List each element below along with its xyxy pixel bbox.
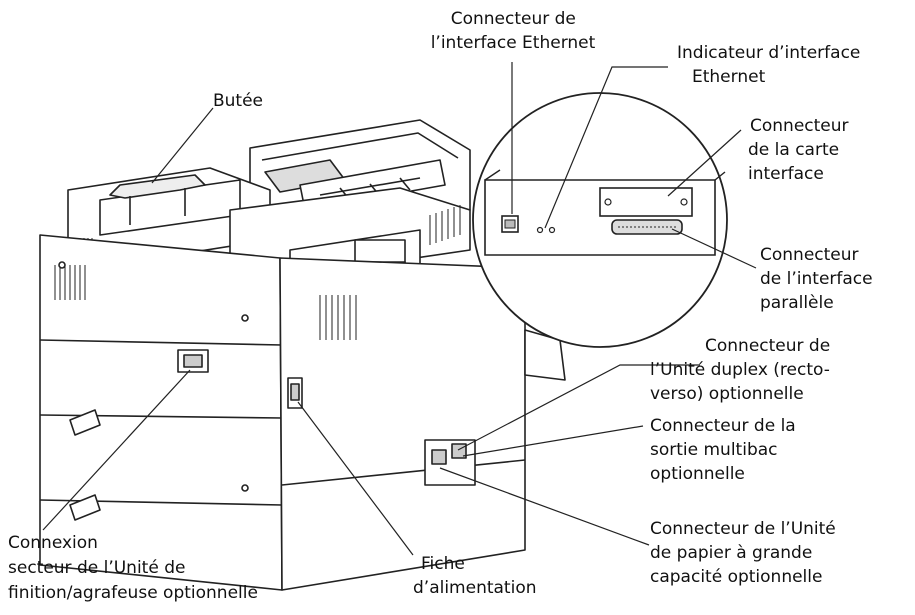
label-ethernet-connector: Connecteur de l’interface Ethernet xyxy=(431,9,596,53)
label-interface-card-connector: Connecteur de la carte interface xyxy=(748,116,854,184)
label-hcf-connector: Connecteur de l’Unité de papier à grande… xyxy=(650,519,841,587)
callout-labels: Connecteur de l’interface Ethernet Indic… xyxy=(8,9,878,603)
label-stopper: Butée xyxy=(213,91,263,111)
interface-card-icon xyxy=(599,187,693,217)
label-parallel-connector: Connecteur de l’interface parallèle xyxy=(760,245,878,313)
leader-lines xyxy=(42,62,757,556)
label-power-inlet: Fiche d’alimentation xyxy=(413,554,537,598)
label-ethernet-indicator: Indicateur d’interface Ethernet xyxy=(677,43,866,87)
label-finisher-power: Connexion secteur de l’Unité de finition… xyxy=(8,533,258,603)
label-duplex-connector: Connecteur de l’Unité duplex (recto- ver… xyxy=(650,336,836,404)
zoom-inset xyxy=(472,92,728,348)
label-multibin-connector: Connecteur de la sortie multibac optionn… xyxy=(650,416,801,484)
printer-illustration xyxy=(39,119,566,591)
